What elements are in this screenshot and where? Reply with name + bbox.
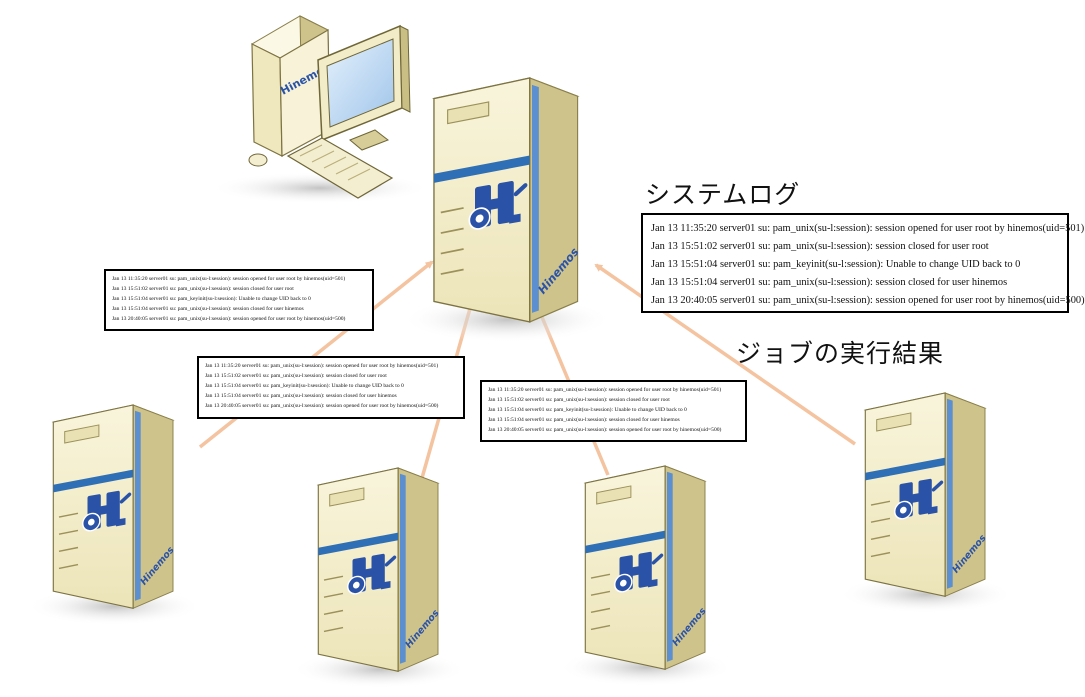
log-line: Jan 13 15:51:02 server01 su: pam_unix(su… — [651, 241, 989, 252]
server-right-icon: Hinemos — [839, 393, 1014, 613]
job-result-heading: ジョブの実行結果 — [736, 339, 945, 368]
log-line: Jan 13 15:51:04 server01 su: pam_unix(su… — [488, 417, 680, 423]
monitor-screen — [326, 38, 395, 128]
log-line: Jan 13 11:35:20 server01 su: pam_unix(su… — [488, 387, 722, 393]
central-server-icon: Hinemos — [402, 78, 612, 342]
syslog-heading: システムログ — [645, 180, 801, 209]
keyboard — [286, 137, 394, 199]
log-line: Jan 13 20:40:05 server01 su: pam_unix(su… — [112, 316, 346, 322]
server-center-left-icon: Hinemos — [292, 468, 467, 688]
log-line: Jan 13 15:51:04 server01 su: pam_unix(su… — [112, 306, 304, 312]
log-line: Jan 13 15:51:04 server01 su: pam_unix(su… — [205, 393, 397, 399]
server-log-box-3: Jan 13 11:35:20 server01 su: pam_unix(su… — [480, 380, 747, 442]
log-line: Jan 13 20:40:05 server01 su: pam_unix(su… — [205, 403, 439, 409]
mouse — [248, 153, 268, 167]
log-line: Jan 13 15:51:04 server01 su: pam_keyinit… — [112, 296, 311, 302]
server-log-box-2: Jan 13 11:35:20 server01 su: pam_unix(su… — [197, 356, 465, 419]
server-log-box-1: Jan 13 11:35:20 server01 su: pam_unix(su… — [104, 269, 374, 331]
log-line: Jan 13 15:51:04 server01 su: pam_keyinit… — [488, 407, 687, 413]
log-line: Jan 13 15:51:02 server01 su: pam_unix(su… — [205, 373, 387, 379]
log-line: Jan 13 15:51:02 server01 su: pam_unix(su… — [488, 397, 670, 403]
log-line: Jan 13 11:35:20 server01 su: pam_unix(su… — [112, 276, 346, 282]
log-line: Jan 13 20:40:05 server01 su: pam_unix(su… — [651, 295, 1085, 306]
log-line: Jan 13 15:51:04 server01 su: pam_keyinit… — [651, 259, 1021, 270]
log-line: Jan 13 15:51:02 server01 su: pam_unix(su… — [112, 286, 294, 292]
central-syslog-box: Jan 13 11:35:20 server01 su: pam_unix(su… — [641, 213, 1085, 313]
log-line: Jan 13 15:51:04 server01 su: pam_keyinit… — [205, 383, 404, 389]
log-line: Jan 13 15:51:04 server01 su: pam_unix(su… — [651, 277, 1008, 288]
server-left-icon: Hinemos — [27, 405, 202, 625]
arrow-right-to-central — [594, 263, 856, 446]
log-line: Jan 13 20:40:05 server01 su: pam_unix(su… — [488, 427, 722, 433]
log-line: Jan 13 11:35:20 server01 su: pam_unix(su… — [205, 363, 439, 369]
manager-desktop-icon: Hinemos — [210, 15, 430, 204]
server-center-right-icon: Hinemos — [559, 466, 734, 686]
log-line: Jan 13 11:35:20 server01 su: pam_unix(su… — [651, 223, 1085, 234]
